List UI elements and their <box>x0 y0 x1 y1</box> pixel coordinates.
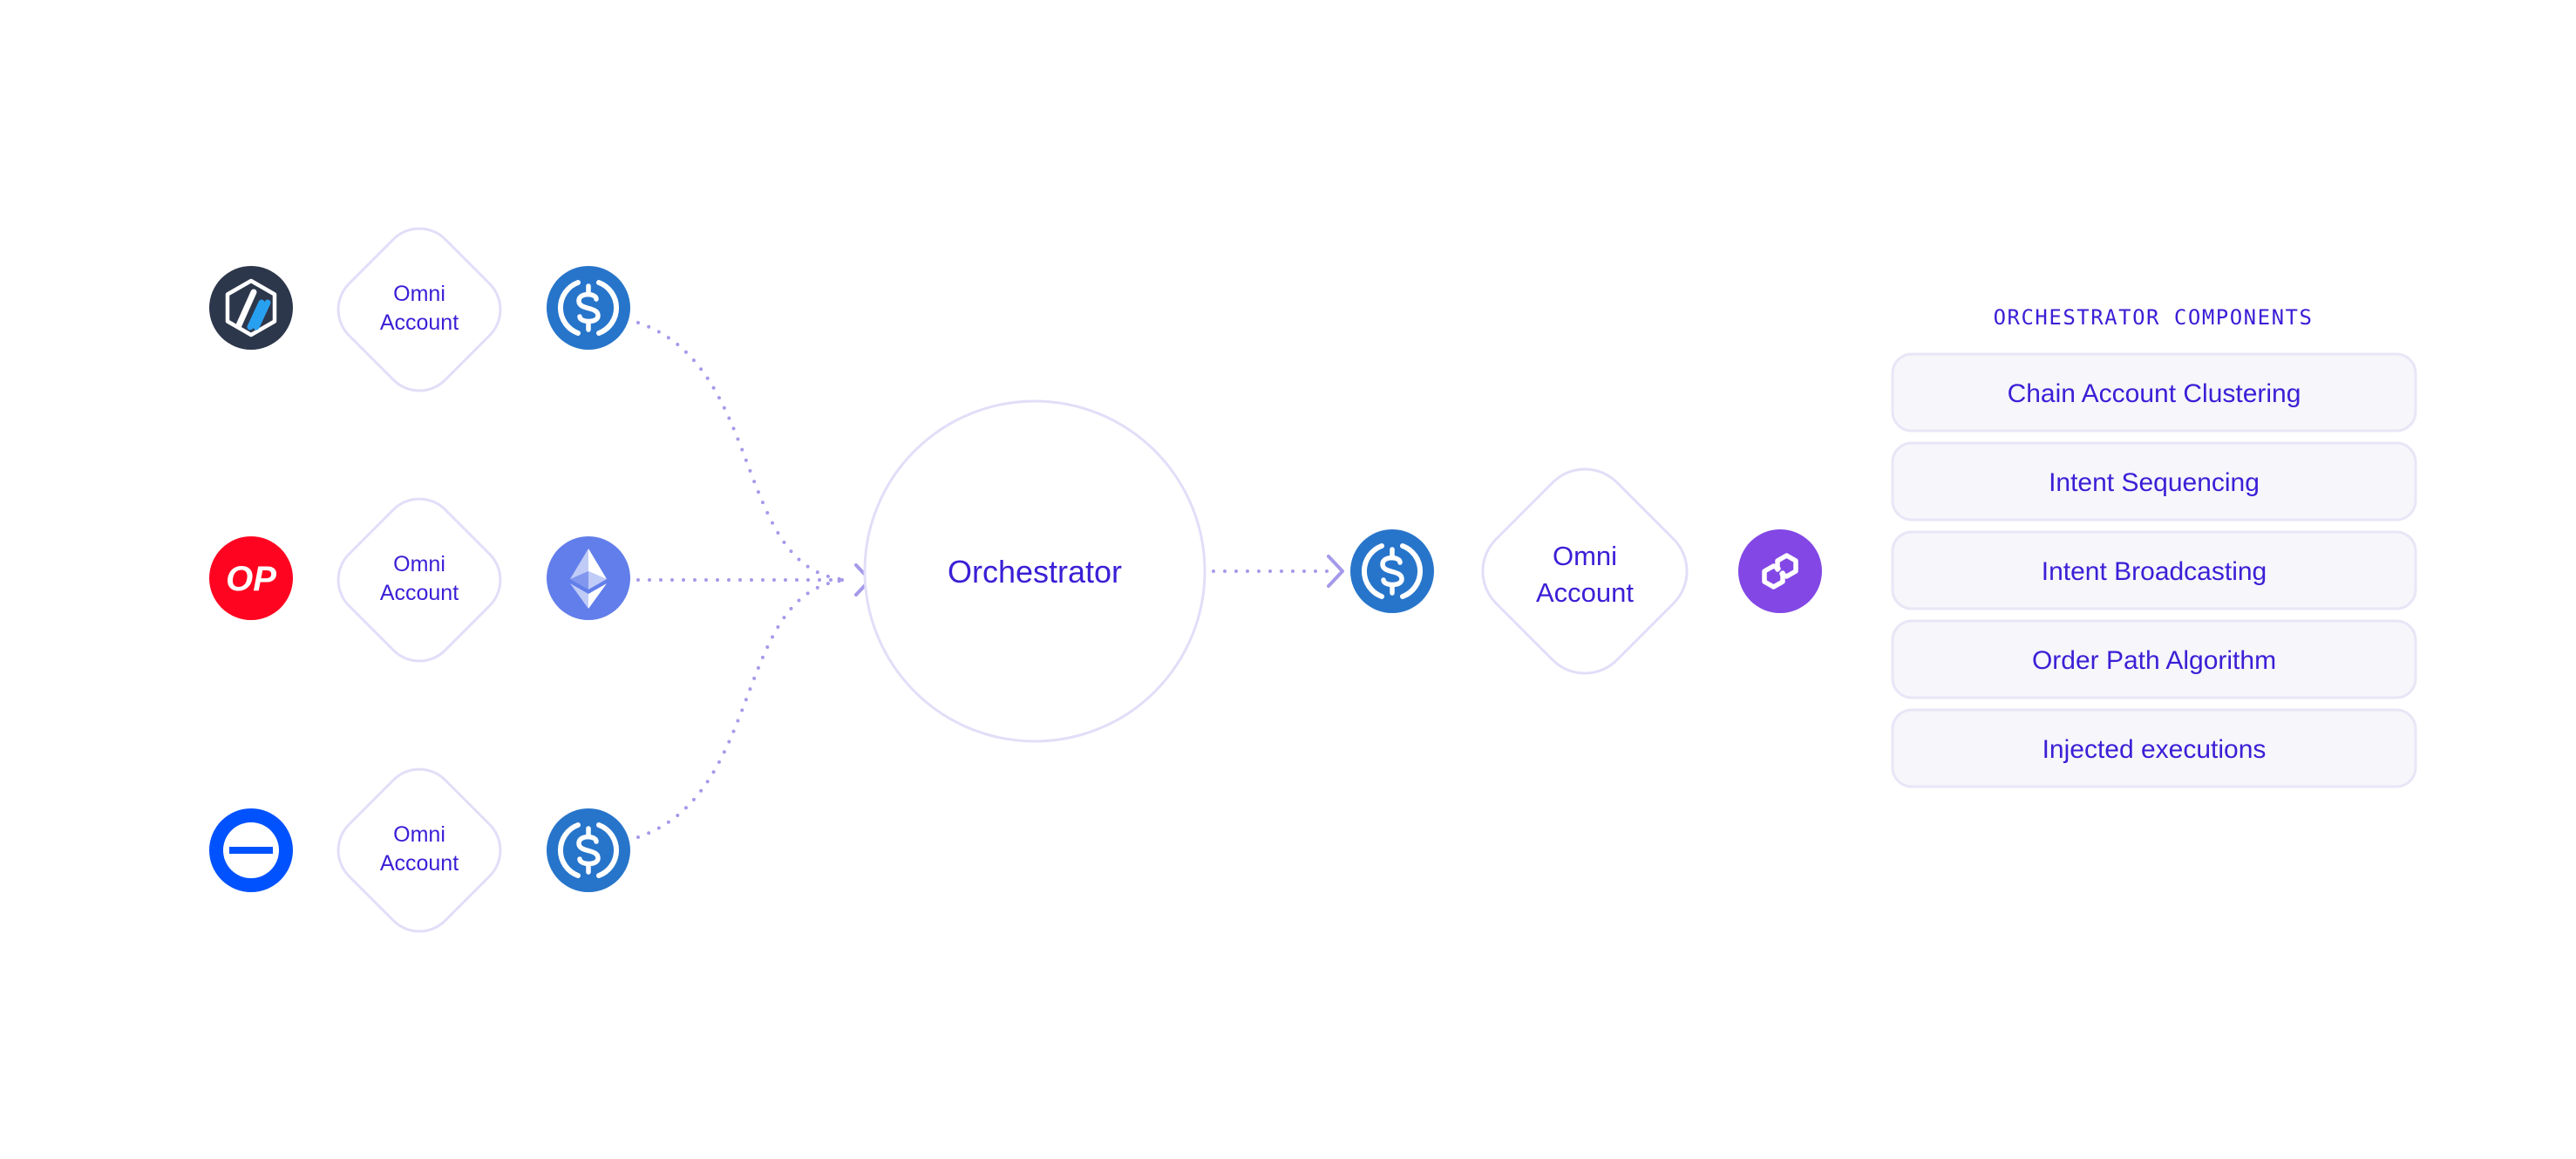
optimism-icon: OP <box>209 536 293 620</box>
connector-lines <box>636 321 1331 839</box>
polygon-icon <box>1738 529 1822 613</box>
omni-account-node: Omni Account <box>336 767 502 933</box>
usdc-icon <box>547 266 630 350</box>
component-item-label: Intent Broadcasting <box>2042 557 2267 586</box>
orchestrator-label: Orchestrator <box>948 554 1122 590</box>
source-row-arbitrum: Omni Account <box>209 227 630 392</box>
omni-account-label-line2: Account <box>1536 577 1634 608</box>
omni-account-label-line2: Account <box>380 851 459 876</box>
omni-account-label-line1: Omni <box>1553 541 1617 571</box>
arbitrum-icon <box>209 266 293 350</box>
components-heading: ORCHESTRATOR COMPONENTS <box>1994 305 2314 330</box>
arrowhead-into-destination <box>1327 555 1344 588</box>
component-item-label: Order Path Algorithm <box>2032 646 2276 675</box>
omni-account-label-line1: Omni <box>393 282 445 306</box>
usdc-icon <box>1350 529 1434 613</box>
connector-top <box>636 321 852 582</box>
destination-row: Omni Account <box>1350 467 1822 675</box>
orchestrator-components-panel: ORCHESTRATOR COMPONENTS Chain Account Cl… <box>1891 305 2417 788</box>
source-row-base: Omni Account <box>209 767 630 933</box>
connector-bottom <box>636 578 852 839</box>
optimism-icon-text: OP <box>226 560 276 598</box>
component-item-label: Injected executions <box>2042 735 2267 764</box>
omni-account-label-line2: Account <box>380 310 459 335</box>
component-item: Injected executions <box>1891 708 2417 788</box>
omni-account-node: Omni Account <box>336 227 502 392</box>
omni-account-label-line2: Account <box>380 581 459 605</box>
omni-account-label-line1: Omni <box>393 822 445 847</box>
component-item: Intent Sequencing <box>1891 441 2417 522</box>
component-item: Order Path Algorithm <box>1891 619 2417 699</box>
orchestrator-node: Orchestrator <box>863 399 1206 743</box>
usdc-icon <box>547 808 630 892</box>
base-icon <box>209 808 293 892</box>
omni-account-label-line1: Omni <box>393 552 445 576</box>
component-item-label: Chain Account Clustering <box>2008 379 2301 408</box>
omni-account-node-destination: Omni Account <box>1481 467 1689 675</box>
component-item-label: Intent Sequencing <box>2049 468 2260 497</box>
component-item: Chain Account Clustering <box>1891 352 2417 433</box>
omni-account-node: Omni Account <box>336 497 502 663</box>
ethereum-icon <box>547 536 630 620</box>
component-item: Intent Broadcasting <box>1891 530 2417 610</box>
source-row-optimism: OP Omni Account <box>209 497 630 663</box>
